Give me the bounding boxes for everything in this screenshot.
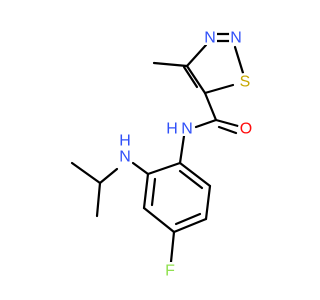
bond-c3-c4 — [142, 206, 176, 234]
atom-n-ring2: N — [230, 30, 242, 47]
atom-n-ring1: N — [204, 30, 216, 47]
bond-c4-c5 — [172, 217, 208, 234]
atom-fluorine: F — [165, 263, 175, 280]
atom-amide-n: N — [181, 121, 193, 138]
bonds — [70, 32, 245, 264]
bond-carbonyl-o-double — [217, 125, 238, 135]
bond-ch-me2 — [95, 181, 102, 218]
atom-amine-n: N — [119, 149, 131, 166]
bond-c2-c3-inner — [150, 177, 157, 207]
atom-labels: N N S H N O N H F — [117, 27, 255, 282]
bond-c1-c2 — [146, 161, 182, 176]
bond-c6-c1-inner — [178, 169, 204, 190]
atom-s-ring: S — [240, 74, 251, 91]
bond-carbonyl-n — [194, 118, 218, 129]
atom-amide-h: H — [166, 121, 178, 138]
bond-c5-carbonyl — [203, 91, 218, 122]
bond-c4-methyl — [152, 61, 189, 68]
bond-c5-c6 — [204, 184, 212, 221]
bond-c4-f — [169, 230, 176, 264]
bond-c2-c3 — [142, 172, 150, 210]
bond-c6-c1 — [178, 161, 212, 188]
bond-nh-ch — [98, 167, 119, 185]
bond-c4-n1 — [185, 43, 208, 68]
molecule-structure: N N S H N O N H F — [70, 27, 255, 282]
bond-n2-s — [233, 45, 245, 75]
bond-ch-me1 — [70, 161, 102, 185]
bond-carbonyl-o — [214, 118, 240, 128]
atom-carbonyl-o: O — [240, 121, 252, 138]
atom-amine-h: H — [119, 133, 131, 150]
bond-n-c1 — [178, 134, 186, 165]
bond-c4-c5-inner — [174, 212, 202, 226]
bond-c2-nh — [131, 161, 150, 176]
bond-c5-c4 — [185, 64, 207, 95]
bond-s-c5 — [203, 83, 235, 95]
bond-c5-c4-double — [182, 65, 199, 89]
